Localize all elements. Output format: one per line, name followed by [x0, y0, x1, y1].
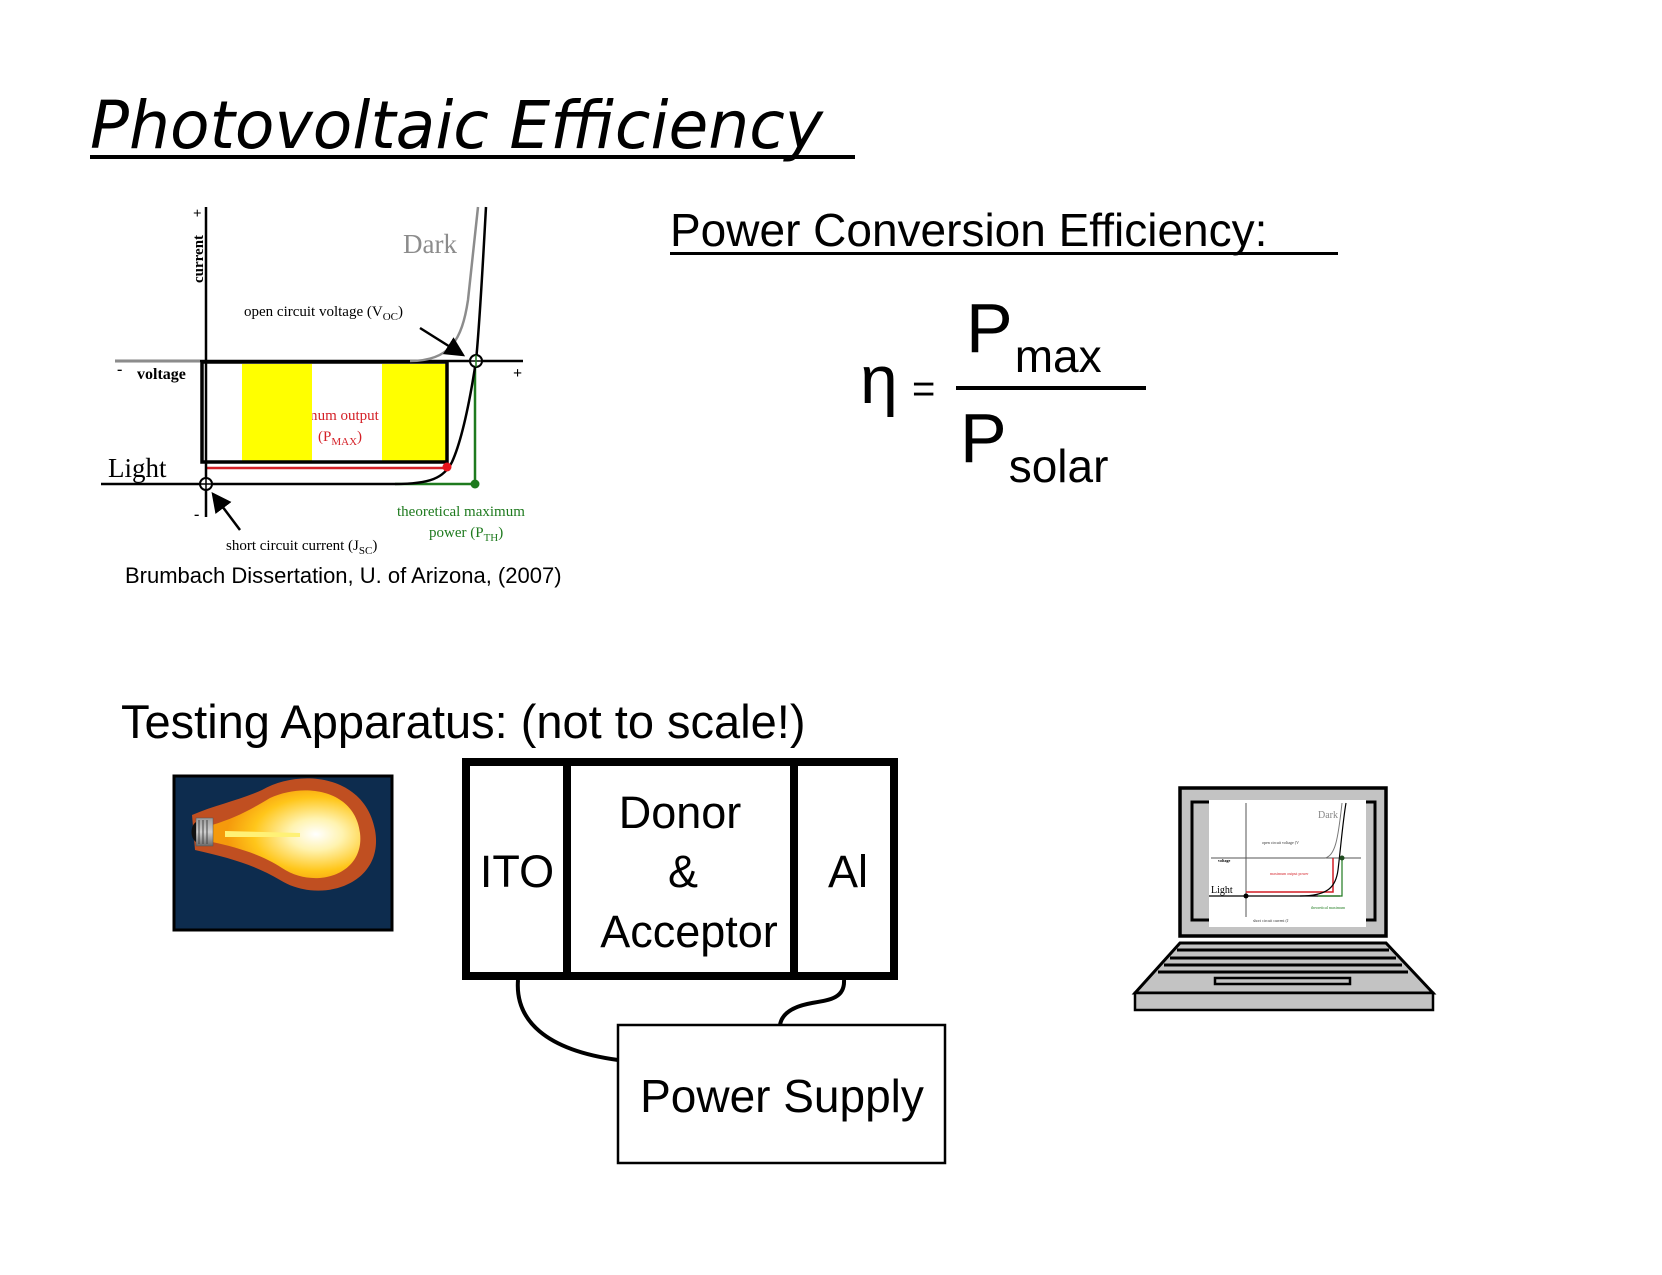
- voc-arrow: [419, 326, 466, 357]
- voltage-plus-label: +: [513, 365, 522, 382]
- voc-marker: [469, 354, 483, 368]
- current-axis-label: current: [191, 235, 207, 283]
- pmax-annotation-line1: maximum output power: [276, 408, 420, 424]
- al-layer-label: Al: [828, 846, 868, 897]
- dark-curve-label: Dark: [403, 229, 457, 259]
- device-stack: [462, 758, 898, 980]
- voc-annotation: open circuit voltage (VOC): [244, 304, 403, 323]
- jsc-marker: [199, 477, 213, 491]
- ito-wire: [515, 979, 619, 1062]
- thumbnail-pmax-label: maximum output power: [1270, 871, 1309, 876]
- light-curve-label: Light: [108, 453, 167, 483]
- laptop-icon: Dark Light open circuit voltage (V maxim…: [1131, 786, 1437, 1012]
- pmax-annotation-line2: (PMAX): [318, 429, 362, 448]
- highlight-patch-left: [242, 364, 312, 461]
- denominator: Psolar: [960, 399, 1108, 492]
- voltage-axis-label: voltage: [137, 366, 186, 383]
- overlay-box: [200, 360, 449, 464]
- pth-point: [470, 479, 480, 489]
- pmax-point: [442, 462, 452, 472]
- jsc-arrow: [211, 492, 241, 531]
- ito-layer-label: ITO: [480, 846, 554, 897]
- voltage-minus-label: -: [117, 361, 122, 378]
- active-layer-label-line1: Donor: [619, 787, 742, 838]
- al-wire: [778, 979, 846, 1026]
- thumbnail-voltage-label: voltage: [1218, 858, 1230, 863]
- figure-caption: Brumbach Dissertation, U. of Arizona, (2…: [125, 563, 562, 588]
- eta-symbol: η: [860, 342, 898, 418]
- thumbnail-jsc-label: short circuit current (J: [1253, 918, 1289, 923]
- active-layer-label-line3: Acceptor: [600, 906, 778, 957]
- pth-rectangle: [395, 361, 477, 486]
- thumbnail-pth-label: theoretical maximum: [1311, 905, 1346, 910]
- laptop-screen-thumbnail: Dark Light open circuit voltage (V maxim…: [1209, 802, 1361, 923]
- current-plus-label: +: [193, 206, 202, 222]
- thumbnail-dark-label: Dark: [1318, 810, 1338, 821]
- efficiency-heading: Power Conversion Efficiency:: [670, 204, 1268, 256]
- slide-title: Photovoltaic Efficiency: [90, 87, 824, 164]
- pmax-rectangle: [206, 364, 449, 470]
- equals-sign: =: [912, 367, 935, 411]
- dark-curve: [409, 206, 480, 363]
- numerator: Pmax: [966, 289, 1102, 382]
- thumbnail-light-label: Light: [1211, 885, 1233, 896]
- jsc-annotation: short circuit current (JSC): [226, 538, 377, 557]
- efficiency-heading-underline: [670, 252, 1338, 255]
- light-curve: [394, 206, 488, 486]
- highlight-patch-right: [382, 364, 446, 461]
- current-minus-label: -: [194, 506, 199, 523]
- light-bulb-icon: [172, 774, 394, 932]
- active-layer-label-line2: &: [668, 846, 698, 897]
- thumbnail-voc-label: open circuit voltage (V: [1262, 840, 1299, 845]
- apparatus-heading: Testing Apparatus: (not to scale!): [121, 695, 806, 748]
- pth-annotation-line1: theoretical maximum: [397, 504, 525, 520]
- pth-annotation-line2: power (PTH): [429, 525, 503, 544]
- power-supply-box: [616, 1023, 947, 1165]
- title-underline: [90, 155, 855, 159]
- power-supply-label: Power Supply: [640, 1070, 924, 1122]
